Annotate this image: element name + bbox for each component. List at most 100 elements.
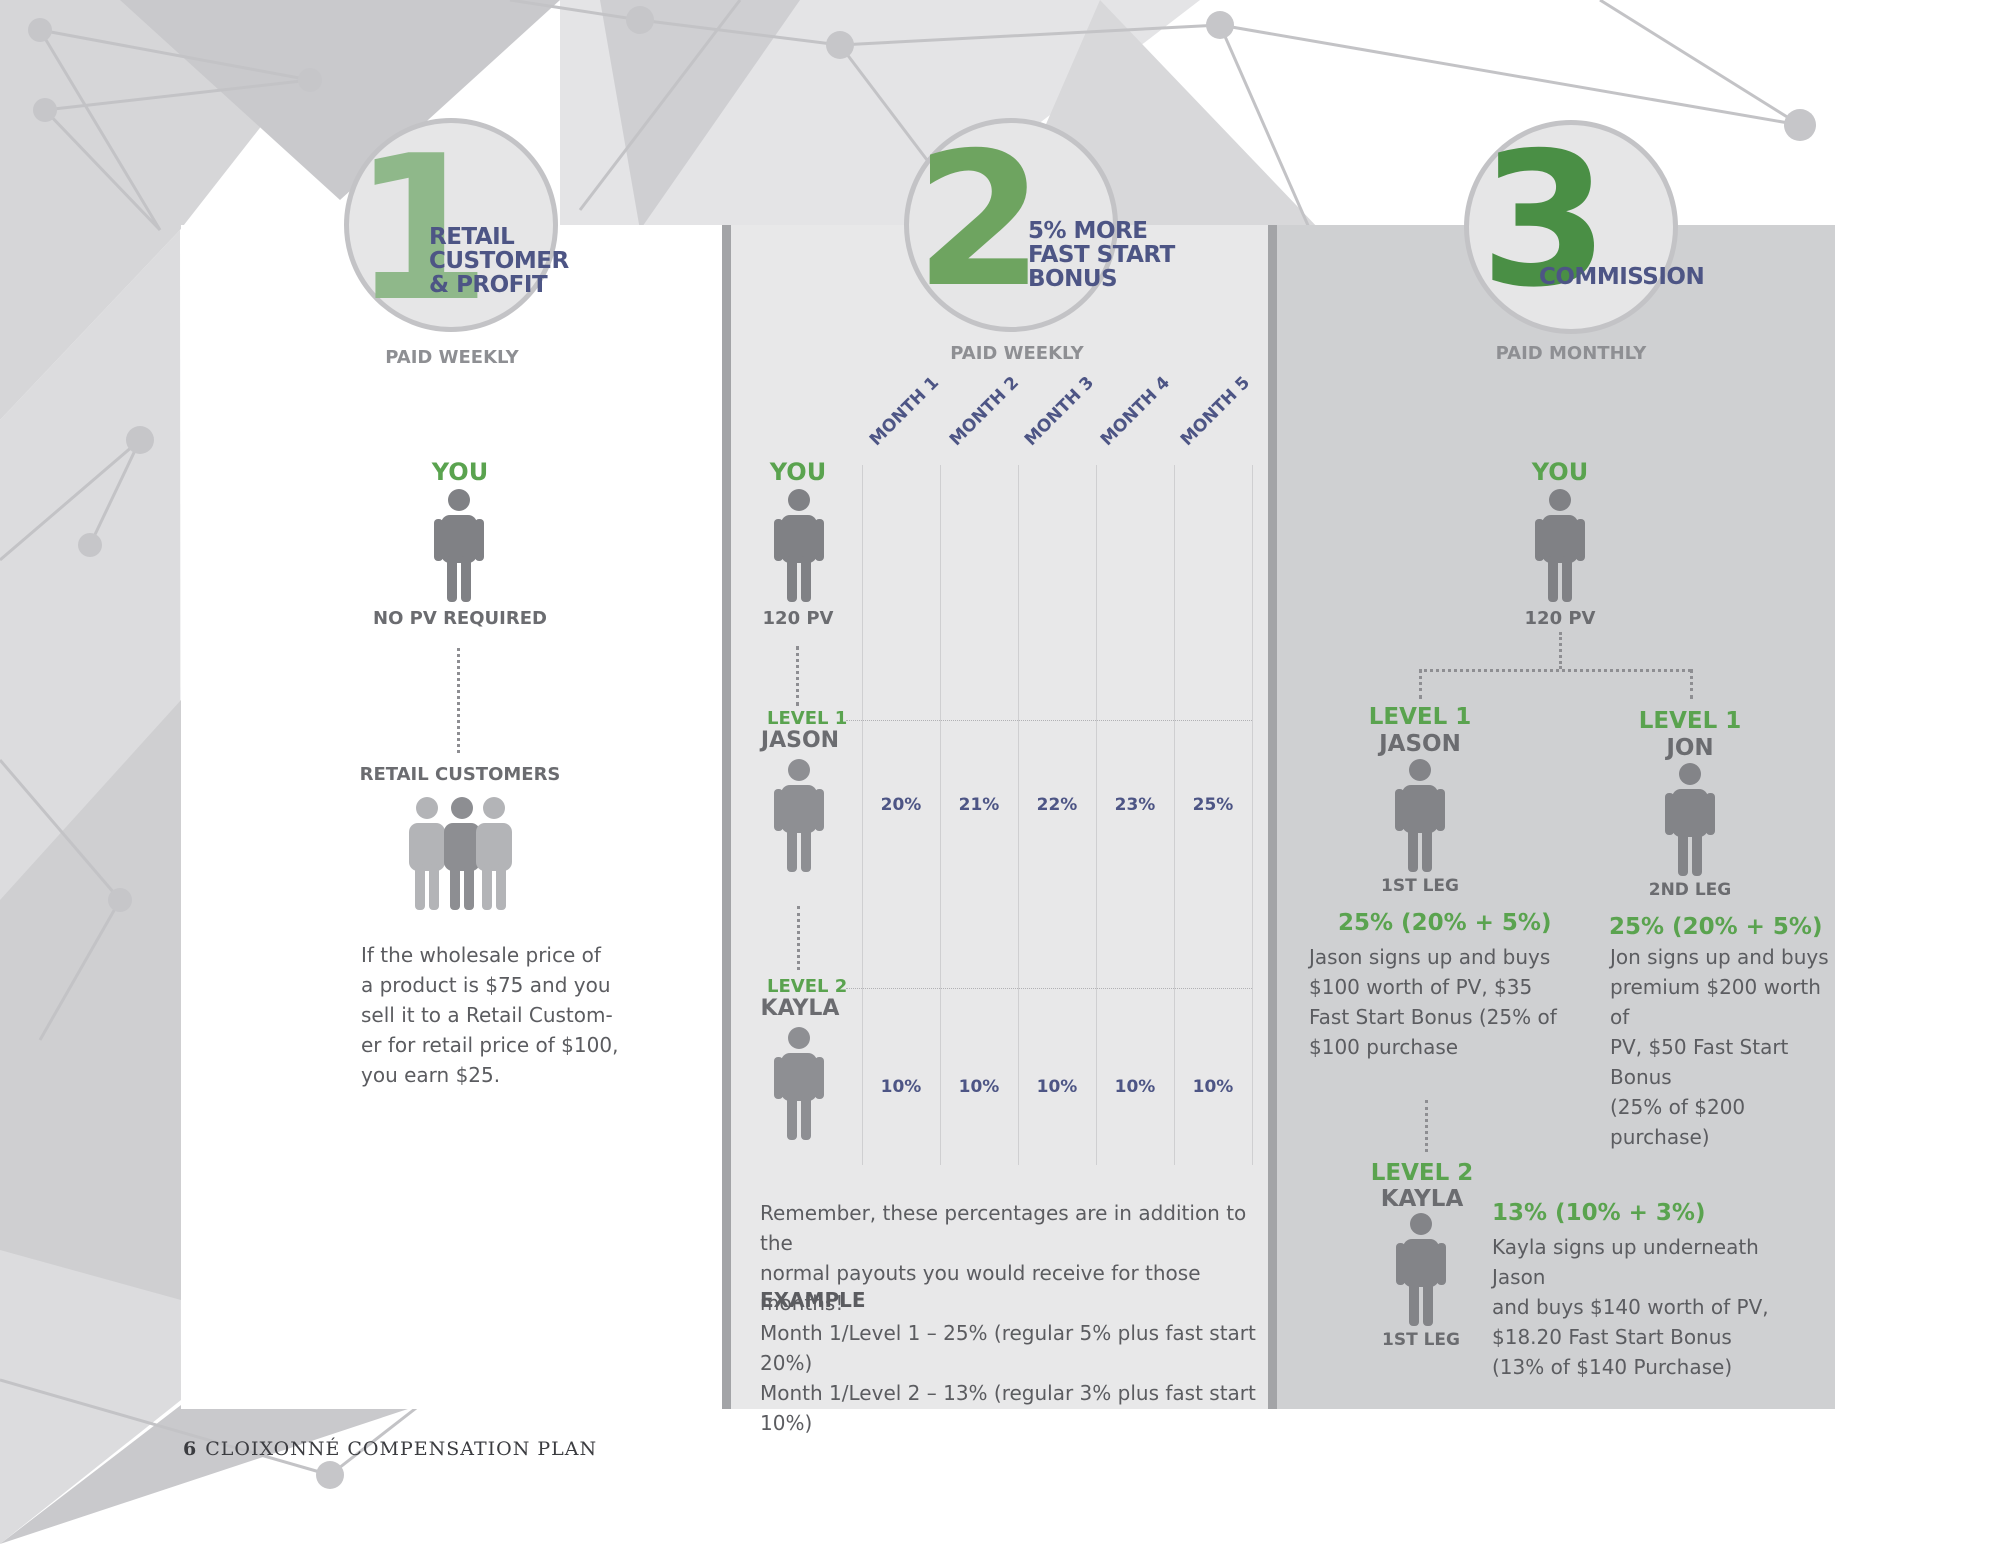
jon-pct: 25% (20% + 5%)	[1609, 914, 1823, 940]
connector-dots	[1419, 669, 1691, 672]
section2-you-pv: 120 PV	[762, 608, 834, 629]
section3-you-person-icon	[1535, 489, 1585, 602]
description-line: $100 purchase	[1309, 1035, 1459, 1059]
connector-dots	[1419, 669, 1422, 699]
note-line: normal payouts you would receive for tho…	[760, 1261, 1201, 1315]
section3-you-pv: 120 PV	[1524, 608, 1596, 629]
jon-level-label: LEVEL 1	[1638, 708, 1742, 734]
column-line	[862, 465, 863, 1165]
jason-name: JASON	[1379, 731, 1461, 757]
retail-customers-group-icon	[409, 797, 512, 910]
description-line: Jason signs up and buys	[1309, 945, 1551, 969]
description-line: you earn $25.	[361, 1063, 501, 1087]
level2-month3-pct: 10%	[1036, 1077, 1078, 1097]
section2-title-line: 5% MORE	[1028, 218, 1148, 244]
page-number: 6	[183, 1438, 198, 1460]
description-line: Kayla signs up underneath Jason	[1492, 1235, 1759, 1289]
section2-circle	[904, 118, 1118, 332]
kayla-level-label: LEVEL 2	[1370, 1160, 1474, 1186]
section1-title-line: CUSTOMER	[429, 248, 569, 274]
description-line: premium $200 worth of	[1610, 975, 1821, 1029]
description-line: $18.20 Fast Start Bonus	[1492, 1325, 1732, 1349]
jon-person-icon	[1665, 763, 1715, 876]
kayla-name: KAYLA	[1380, 1186, 1464, 1212]
row-divider	[846, 988, 1252, 989]
description-line: er for retail price of $100,	[361, 1033, 619, 1057]
section3-paid-frequency: PAID MONTHLY	[1495, 343, 1647, 364]
level1-label: LEVEL 1	[767, 708, 848, 729]
jason-description: Jason signs up and buys $100 worth of PV…	[1309, 942, 1559, 1062]
jason-pct: 25% (20% + 5%)	[1338, 910, 1552, 936]
example-heading: EXAMPLE	[760, 1288, 866, 1312]
section2-note: Remember, these percentages are in addit…	[760, 1198, 1260, 1318]
connector-dots	[1425, 1100, 1428, 1152]
section3-title: COMMISSION	[1539, 264, 1705, 290]
description-line: and buys $140 worth of PV,	[1492, 1295, 1769, 1319]
connector-dots	[1559, 632, 1562, 669]
kayla-person-icon	[774, 1027, 824, 1140]
connector-dots	[1690, 669, 1693, 699]
footer-title: CLOIXONNÉ COMPENSATION PLAN	[205, 1438, 598, 1460]
column-line	[1096, 465, 1097, 1165]
kayla-commission-person-icon	[1396, 1213, 1446, 1326]
section2-number: 2	[915, 112, 1044, 328]
section1-number: 1	[352, 113, 491, 346]
column-line	[1018, 465, 1019, 1165]
connector-dots	[796, 646, 799, 706]
section3-you-label: YOU	[1531, 458, 1589, 486]
section2-title-line: FAST START	[1028, 242, 1175, 268]
example-line: Month 1/Level 2 – 13% (regular 3% plus f…	[760, 1381, 1256, 1435]
description-line: (25% of $200 purchase)	[1610, 1095, 1746, 1149]
section2-title: 5% MORE FAST START BONUS	[1028, 219, 1175, 291]
level2-label: LEVEL 2	[767, 976, 848, 997]
level2-month5-pct: 10%	[1192, 1077, 1234, 1097]
level2-month4-pct: 10%	[1114, 1077, 1156, 1097]
page-footer: 6 CLOIXONNÉ COMPENSATION PLAN	[183, 1438, 597, 1460]
jason-level-label: LEVEL 1	[1368, 704, 1472, 730]
level1-month2-pct: 21%	[958, 795, 1000, 815]
level1-month4-pct: 23%	[1114, 795, 1156, 815]
section1-title-line: & PROFIT	[429, 272, 548, 298]
description-line: a product is $75 and you	[361, 973, 611, 997]
note-line: Remember, these percentages are in addit…	[760, 1201, 1247, 1255]
kayla-pct: 13% (10% + 3%)	[1492, 1200, 1706, 1226]
section3-circle	[1464, 120, 1678, 334]
description-line: sell it to a Retail Custom-	[361, 1003, 613, 1027]
level2-month2-pct: 10%	[958, 1077, 1000, 1097]
section2-title-line: BONUS	[1028, 266, 1118, 292]
column-line	[940, 465, 941, 1165]
section1-you-person-icon	[434, 489, 484, 602]
section2-paid-frequency: PAID WEEKLY	[950, 343, 1084, 364]
commission-panel	[1275, 225, 1835, 1409]
kayla-leg-label: 1ST LEG	[1382, 1330, 1460, 1350]
example-line: Month 1/Level 1 – 25% (regular 5% plus f…	[760, 1321, 1256, 1375]
section1-you-label: YOU	[431, 458, 489, 486]
kayla-description: Kayla signs up underneath Jason and buys…	[1492, 1232, 1792, 1382]
jon-leg-label: 2ND LEG	[1648, 880, 1732, 900]
description-line: PV, $50 Fast Start Bonus	[1610, 1035, 1789, 1089]
example-lines: Month 1/Level 1 – 25% (regular 5% plus f…	[760, 1318, 1265, 1438]
row-divider	[846, 720, 1252, 721]
column-line	[1174, 465, 1175, 1165]
section2-you-label: YOU	[769, 458, 827, 486]
retail-customers-label: RETAIL CUSTOMERS	[359, 764, 561, 785]
retail-profit-panel	[181, 225, 723, 1409]
column-line	[1252, 465, 1253, 1165]
connector-dots	[457, 648, 460, 753]
jason-leg-label: 1ST LEG	[1381, 876, 1459, 896]
level1-month5-pct: 25%	[1192, 795, 1234, 815]
section1-paid-frequency: PAID WEEKLY	[385, 347, 519, 368]
section1-title: RETAIL CUSTOMER & PROFIT	[429, 225, 569, 297]
jon-name: JON	[1666, 735, 1714, 761]
section1-description: If the wholesale price of a product is $…	[361, 940, 621, 1090]
section3-number: 3	[1480, 112, 1609, 328]
section1-circle	[344, 118, 558, 332]
jason-person-icon	[774, 759, 824, 872]
level1-month1-pct: 20%	[880, 795, 922, 815]
level1-month3-pct: 22%	[1036, 795, 1078, 815]
description-line: Jon signs up and buys	[1610, 945, 1829, 969]
description-line: $100 worth of PV, $35	[1309, 975, 1533, 999]
description-line: Fast Start Bonus (25% of	[1309, 1005, 1557, 1029]
panel-divider-right	[1268, 225, 1277, 1409]
level1-name: JASON	[760, 728, 840, 753]
